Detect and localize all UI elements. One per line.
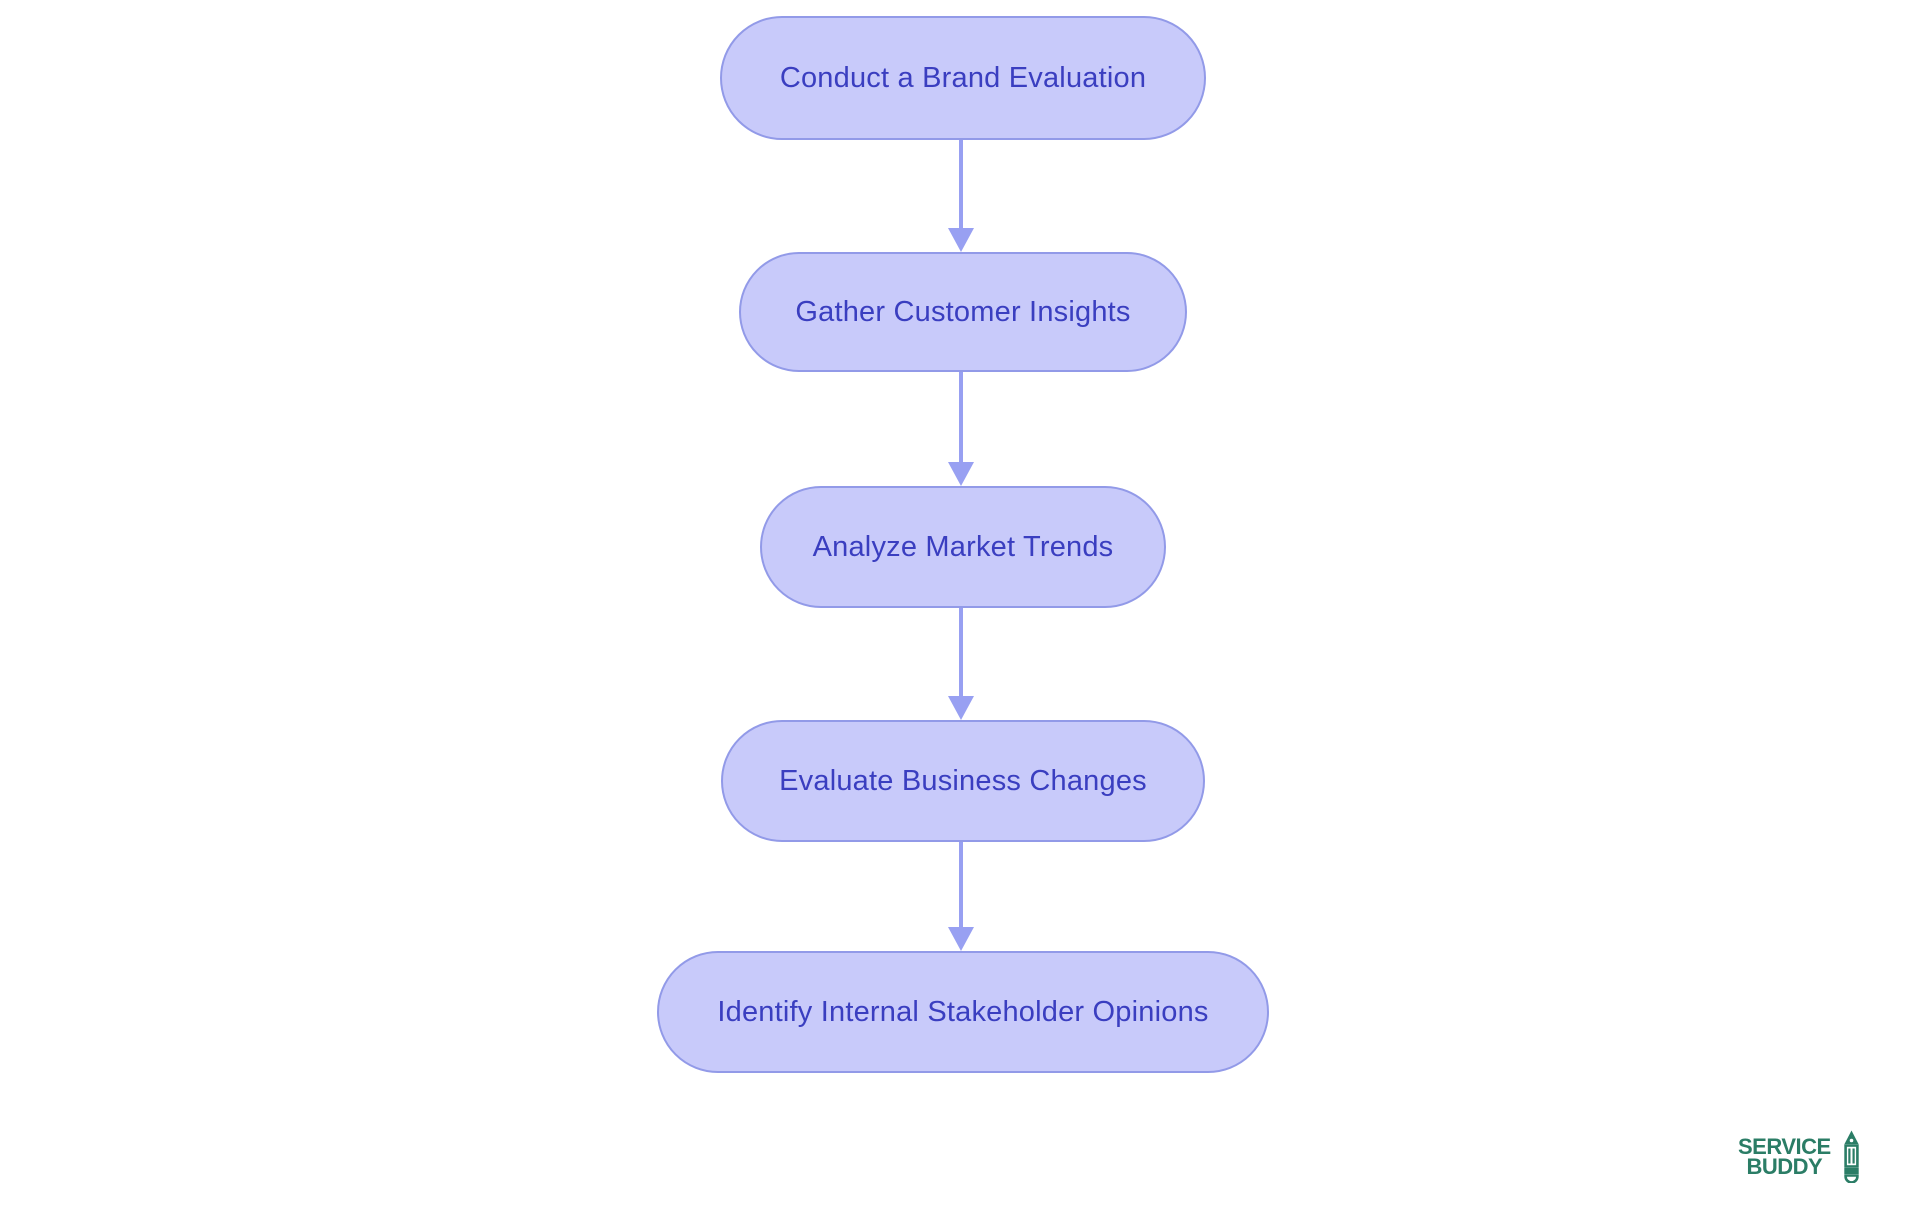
arrow-head-icon [948, 696, 974, 720]
flow-node-conduct-brand-evaluation: Conduct a Brand Evaluation [720, 16, 1206, 140]
arrow-head-icon [948, 228, 974, 252]
arrow-connector-3 [959, 608, 963, 696]
arrow-connector-4 [959, 842, 963, 927]
arrow-connector-1 [959, 140, 963, 228]
flow-node-label: Gather Customer Insights [795, 295, 1131, 328]
flow-node-label: Conduct a Brand Evaluation [779, 61, 1147, 94]
flow-node-gather-customer-insights: Gather Customer Insights [739, 252, 1187, 372]
flow-node-label: Identify Internal Stakeholder Opinions [717, 995, 1209, 1028]
arrow-head-icon [948, 927, 974, 951]
logo-wordmark: SERVICE BUDDY [1738, 1133, 1831, 1179]
pencil-icon [1843, 1130, 1860, 1183]
flow-node-analyze-market-trends: Analyze Market Trends [760, 486, 1166, 608]
flow-node-label: Evaluate Business Changes [779, 764, 1147, 797]
service-buddy-logo: SERVICE BUDDY [1738, 1130, 1860, 1183]
arrow-head-icon [948, 462, 974, 486]
arrow-connector-2 [959, 372, 963, 462]
flow-node-identify-internal-stakeholder-opinions: Identify Internal Stakeholder Opinions [657, 951, 1269, 1073]
flow-node-evaluate-business-changes: Evaluate Business Changes [721, 720, 1205, 842]
flow-node-label: Analyze Market Trends [812, 530, 1114, 563]
logo-line1: SERVICE [1738, 1133, 1831, 1159]
logo-line2: BUDDY [1746, 1153, 1823, 1179]
